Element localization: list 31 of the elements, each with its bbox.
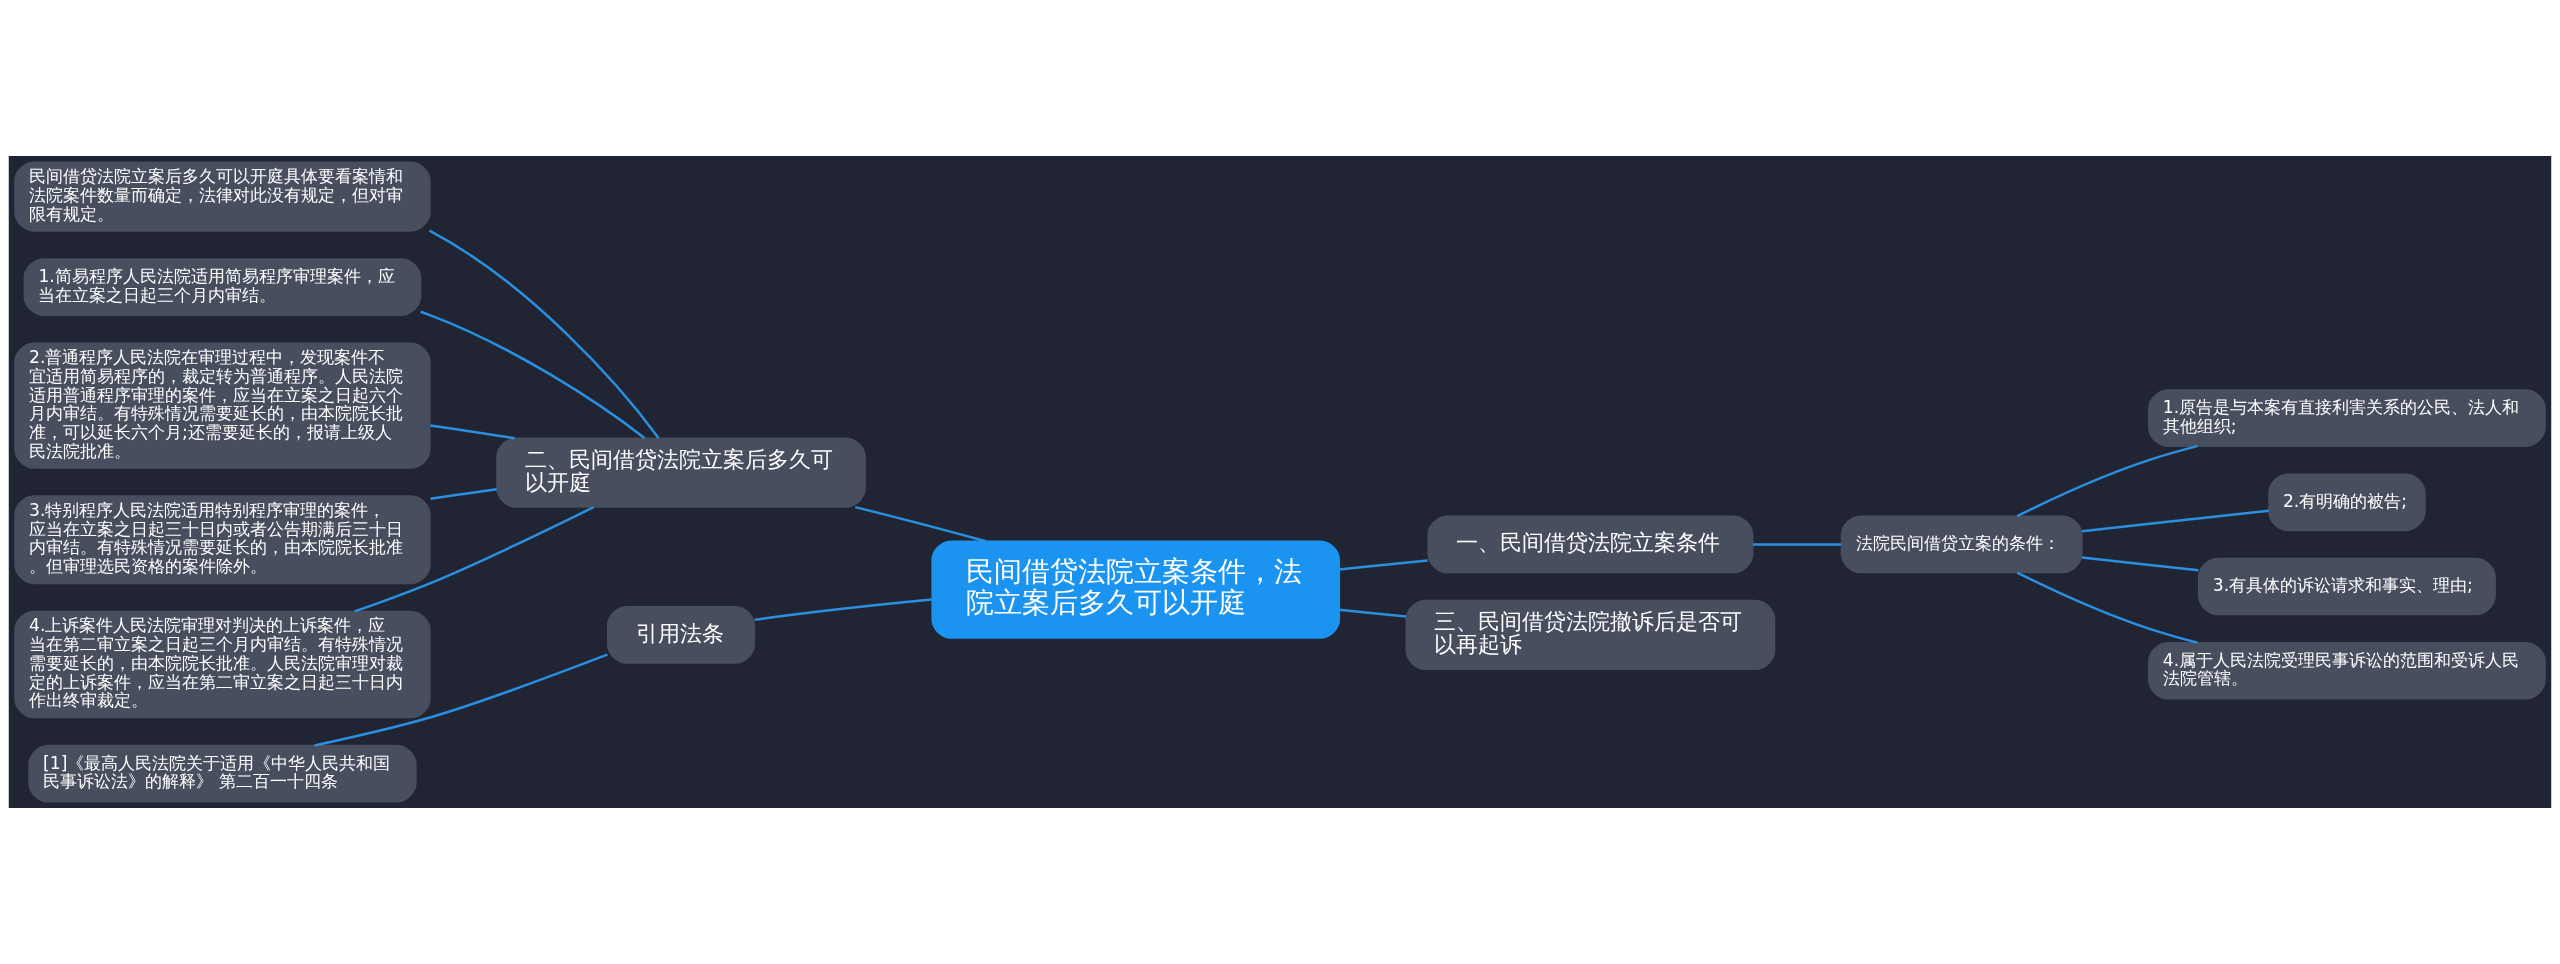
connector — [1752, 543, 1841, 546]
node-box: 民间借贷法院立案后多久可以开庭具体要看案情和法院案件数量而确定，法律对此没有规定，但对审限有规定。 — [14, 161, 431, 232]
node-box: 一、民间借贷法院立案条件 — [1427, 515, 1754, 574]
connector — [854, 505, 987, 543]
node-box: 3.有具体的诉讼请求和事实、理由; — [2197, 557, 2496, 616]
node-box: 4.属于人民法院受理民事诉讼的范围和受诉人民法院管辖。 — [2148, 641, 2546, 700]
connector — [2081, 556, 2199, 572]
connector — [354, 505, 595, 613]
connector — [2016, 571, 2198, 644]
node-box: 2.有明确的被告; — [2268, 473, 2426, 532]
node-box: 1.原告是与本案有直接利害关系的公民、法人和其他组织; — [2148, 389, 2546, 447]
node-box: 三、民间借贷法院撤诉后是否可以再起诉 — [1405, 599, 1776, 670]
connector — [430, 424, 515, 440]
connector — [754, 598, 932, 621]
node-box: 法院民间借贷立案的条件： — [1840, 515, 2083, 574]
connector — [428, 229, 660, 439]
connector — [2081, 509, 2269, 533]
connector — [1339, 608, 1407, 618]
connector — [430, 487, 497, 501]
node-box: 3.特别程序人民法院适用特别程序审理的案件，应当在立案之日起三十日内或者公告期满后三十日内审结。有特殊情况需要延长的，由本院院长批准。但审理选民资格的案件除外。 — [14, 495, 431, 585]
connector — [420, 310, 646, 440]
node-box: 引用法条 — [606, 606, 756, 664]
node-box: 4.上诉案件人民法院审理对判决的上诉案件，应当在第二审立案之日起三个月内审结。有特殊情况需要延长的，由本院院长批准。人民法院审理对裁定的上诉案件，应当在第二审立案之日起三十日内作出终审裁定。 — [14, 610, 431, 719]
node-box: 民间借贷法院立案条件，法院立案后多久可以开庭 — [931, 540, 1341, 639]
node-box: 二、民间借贷法院立案后多久可以开庭 — [496, 437, 866, 508]
connector — [2016, 444, 2198, 518]
connector — [1339, 559, 1428, 571]
node-box: 2.普通程序人民法院在审理过程中，发现案件不宜适用简易程序的，裁定转为普通程序。人民法院适用普通程序审理的案件，应当在立案之日起六个月内审结。有特殊情况需要延长的，由本院院长批准，可以延长六个月;还需要延长的，报请上级人民法院批准。 — [14, 342, 431, 469]
node-box: 1.简易程序人民法院适用简易程序审理案件，应当在立案之日起三个月内审结。 — [23, 258, 422, 316]
node-box: [1]《最高人民法院关于适用《中华人民共和国民事诉讼法》的解释》 第二百一十四条 — [28, 744, 417, 803]
connector — [314, 653, 608, 747]
